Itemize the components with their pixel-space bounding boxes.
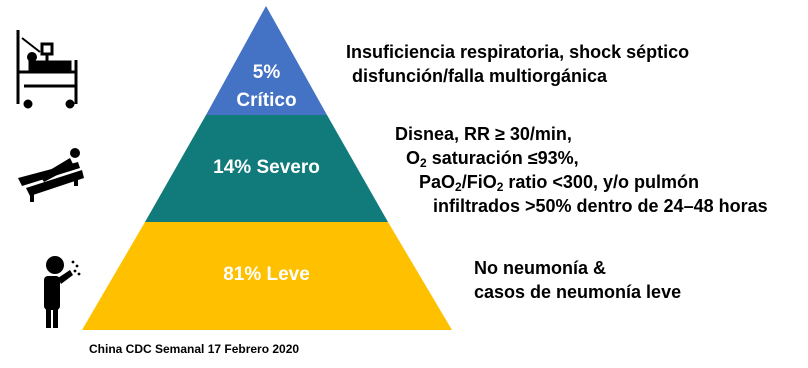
tier-leve: [82, 222, 452, 330]
tier-leve-description: No neumonía & casos de neumonía leve: [474, 256, 681, 304]
tier-severo-label: 14% Severo: [213, 157, 320, 178]
tier-severo: [145, 115, 388, 222]
tier-severo-description: Disnea, RR ≥ 30/min, O2 saturación ≤93%,…: [395, 122, 768, 218]
leve-desc-line: casos de neumonía leve: [474, 282, 682, 302]
tier-leve-label: 81% Leve: [223, 264, 310, 285]
leve-desc-line: No neumonía &: [474, 258, 607, 278]
tier-critico: [206, 6, 327, 115]
source-citation: China CDC Semanal 17 Febrero 2020: [89, 342, 300, 356]
reclining-patient-icon: [18, 148, 84, 202]
tier-critico-percent: 5%: [252, 62, 281, 83]
severo-desc-line: Disnea, RR ≥ 30/min,: [395, 124, 572, 144]
severo-desc-line: O2 saturación ≤93%,: [406, 148, 579, 170]
severo-desc-line: infiltrados >50% dentro de 24–48 horas: [433, 196, 768, 216]
severo-desc-line: PaO2/FiO2 ratio <300, y/o pulmón: [419, 172, 699, 194]
hospital-bed-icon: [16, 30, 78, 109]
critico-desc-line: disfunción/falla multiorgánica: [352, 66, 608, 86]
coughing-person-icon: [44, 256, 81, 328]
tier-critico-name: Crítico: [236, 90, 297, 111]
critico-desc-line: Insuficiencia respiratoria, shock séptic…: [346, 42, 690, 62]
tier-critico-description: Insuficiencia respiratoria, shock séptic…: [346, 40, 689, 88]
